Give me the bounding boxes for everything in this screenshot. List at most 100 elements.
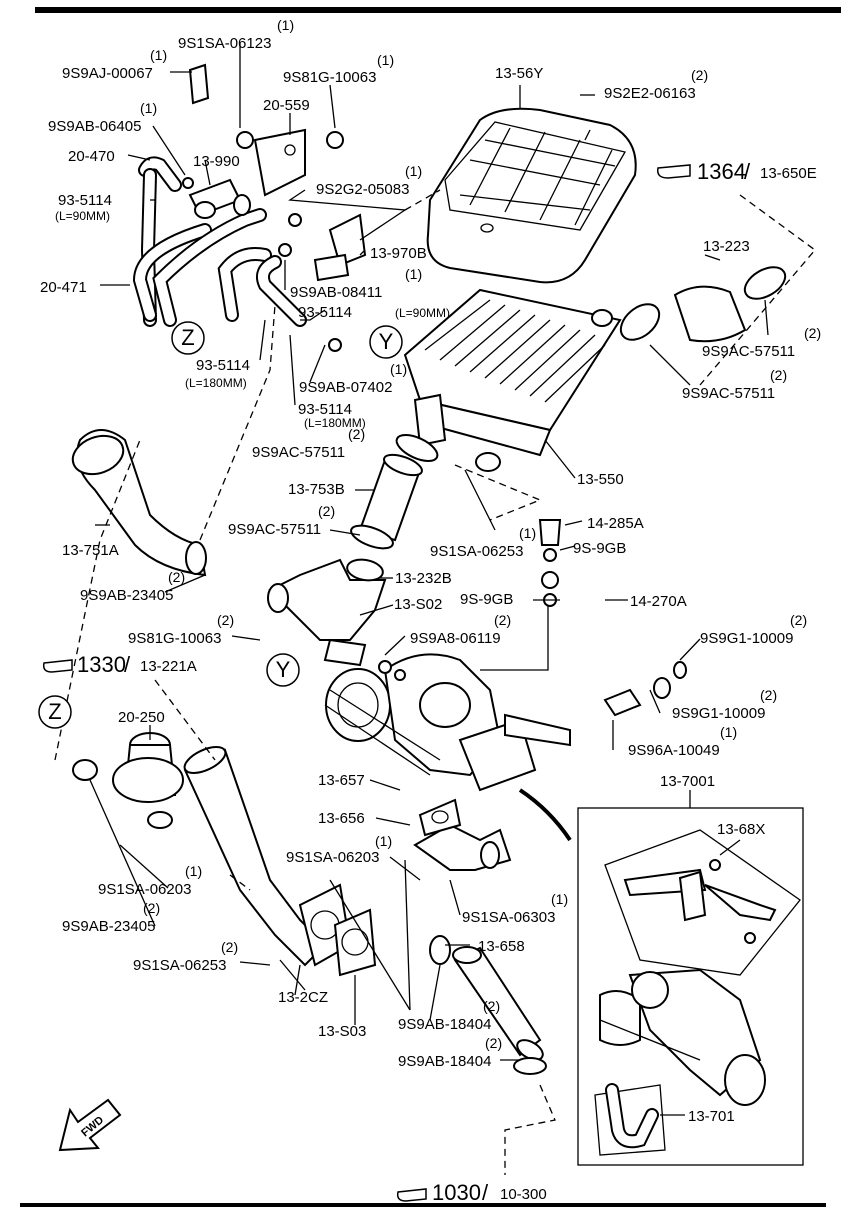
part-qty-l21: (2): [770, 367, 787, 383]
part-qty-l20: (2): [804, 325, 821, 341]
reference-1030[interactable]: 1030 / 10-300: [396, 1180, 547, 1205]
direction-arc: [518, 788, 572, 842]
part-qty-l3: (1): [377, 52, 394, 68]
part-label-l18: 93-5114: [298, 401, 352, 418]
part-label-l40: 20-250: [118, 709, 165, 726]
part-label-l6: 20-559: [263, 97, 310, 114]
part-qty-l1: (1): [277, 17, 294, 33]
svg-text:/: /: [744, 159, 751, 184]
reference-1330[interactable]: 1330 / 13-221A: [42, 652, 197, 677]
marker-y-upper-text: Y: [379, 329, 394, 354]
water-hose: [429, 935, 547, 1075]
marker-z-lower: Z: [38, 695, 72, 729]
part-label-l44: 13-68X: [717, 821, 765, 838]
fwd-arrow: FWD: [58, 1098, 122, 1152]
dashed-guides: [54, 189, 816, 1175]
part-label-l25: 13-751A: [62, 542, 119, 559]
part-label-l29: 9S-9GB: [573, 540, 626, 557]
reference-1364-main: 1364: [697, 159, 746, 184]
svg-text:/: /: [482, 1180, 489, 1205]
part-label-l21: 9S9AC-57511: [682, 385, 775, 402]
part-qty-l27: (1): [519, 525, 536, 541]
part-label-l20: 9S9AC-57511: [702, 343, 795, 360]
part-label-l49: 13-658: [478, 938, 525, 955]
reference-1330-main: 1330: [77, 652, 126, 677]
part-qty-l7: (1): [140, 100, 157, 116]
water-pipe: [538, 519, 687, 717]
part-qty-l2: (1): [150, 47, 167, 63]
marker-z-upper-text: Z: [181, 325, 194, 350]
part-label-l47: 9S1SA-06303: [462, 909, 555, 926]
inset-turbo-assembly: [577, 807, 804, 1166]
part-qty-l15: (L=90MM): [395, 306, 450, 320]
vacuum-hoses: [132, 63, 367, 352]
part-qty-l52: (2): [483, 998, 500, 1014]
part-label-l45: 9S1SA-06203: [286, 849, 379, 866]
part-label-l11: 93-5114: [58, 192, 112, 209]
part-label-l42: 13-7001: [660, 773, 715, 790]
marker-z-lower-text: Z: [48, 699, 61, 724]
part-label-l19: 13-223: [703, 238, 750, 255]
part-label-l26: 9S9AC-57511: [228, 521, 321, 538]
exhaust-pipe: [183, 746, 377, 977]
marker-y-upper: Y: [369, 325, 403, 359]
part-qty-l5: (2): [691, 67, 708, 83]
bottom-rule: [20, 1203, 826, 1207]
part-label-l2: 9S9AJ-00067: [62, 65, 153, 82]
top-rule: [35, 7, 841, 13]
part-label-l9: 13-990: [193, 153, 240, 170]
part-label-l38: 9S9G1-10009: [672, 705, 765, 722]
part-label-l10: 9S2G2-05083: [316, 181, 409, 198]
part-qty-l22: (2): [348, 426, 365, 442]
pointing-hand-icon: [396, 1188, 427, 1202]
reference-1364[interactable]: 1364 / 13-650E: [656, 159, 817, 184]
part-label-l33: 9S-9GB: [460, 591, 513, 608]
part-label-l13: 20-471: [40, 279, 87, 296]
part-label-l54: 9S9AB-18404: [398, 1053, 491, 1070]
part-labels: 9S1SA-06123(1)9S9AJ-00067(1)9S81G-10063(…: [40, 17, 821, 1125]
part-label-l30: 9S9AB-23405: [80, 587, 173, 604]
pointing-hand-icon: [656, 164, 691, 179]
part-qty-l17: (1): [390, 361, 407, 377]
intake-hose: [619, 266, 787, 343]
part-qty-l47: (1): [551, 891, 568, 907]
part-label-l55: 13-701: [688, 1108, 735, 1125]
leader-lines: [89, 42, 769, 1116]
part-label-l16: 93-5114: [196, 357, 250, 374]
svg-text:/: /: [124, 652, 131, 677]
pointing-hand-icon: [42, 659, 73, 673]
part-label-l35: 9S81G-10063: [128, 630, 221, 647]
part-label-l34: 14-270A: [630, 593, 687, 610]
part-qty-l26: (2): [318, 503, 335, 519]
marker-z-upper: Z: [171, 321, 205, 355]
part-qty-l36: (2): [494, 612, 511, 628]
part-qty-l45: (1): [375, 833, 392, 849]
part-label-l17: 9S9AB-07402: [299, 379, 392, 396]
wastegate-actuator: [72, 732, 184, 829]
part-qty-l54: (2): [485, 1035, 502, 1051]
part-label-l22: 9S9AC-57511: [252, 444, 345, 461]
part-label-l43: 13-656: [318, 810, 365, 827]
part-label-l24: 13-753B: [288, 481, 345, 498]
part-label-l15: 93-5114: [298, 304, 352, 321]
part-qty-l18: (L=180MM): [304, 416, 366, 430]
part-label-l39: 9S96A-10049: [628, 742, 720, 759]
water-outlet: [413, 798, 512, 871]
part-qty-l11: (L=90MM): [55, 209, 110, 223]
part-qty-l10: (1): [405, 163, 422, 179]
reference-1030-sub: 10-300: [500, 1186, 547, 1203]
part-label-l52: 9S9AB-18404: [398, 1016, 491, 1033]
part-qty-l14: (1): [405, 266, 422, 282]
part-qty-l46: (1): [185, 863, 202, 879]
part-qty-l38: (2): [760, 687, 777, 703]
part-qty-l37: (2): [790, 612, 807, 628]
part-label-l5: 9S2E2-06163: [604, 85, 696, 102]
part-qty-l50: (2): [221, 939, 238, 955]
part-label-l31: 13-232B: [395, 570, 452, 587]
part-label-l14: 9S9AB-08411: [290, 284, 382, 301]
outlet-hose: [350, 434, 439, 550]
part-label-l41: 13-657: [318, 772, 365, 789]
part-label-l8: 20-470: [68, 148, 115, 165]
part-label-l51: 13-2CZ: [278, 989, 328, 1006]
